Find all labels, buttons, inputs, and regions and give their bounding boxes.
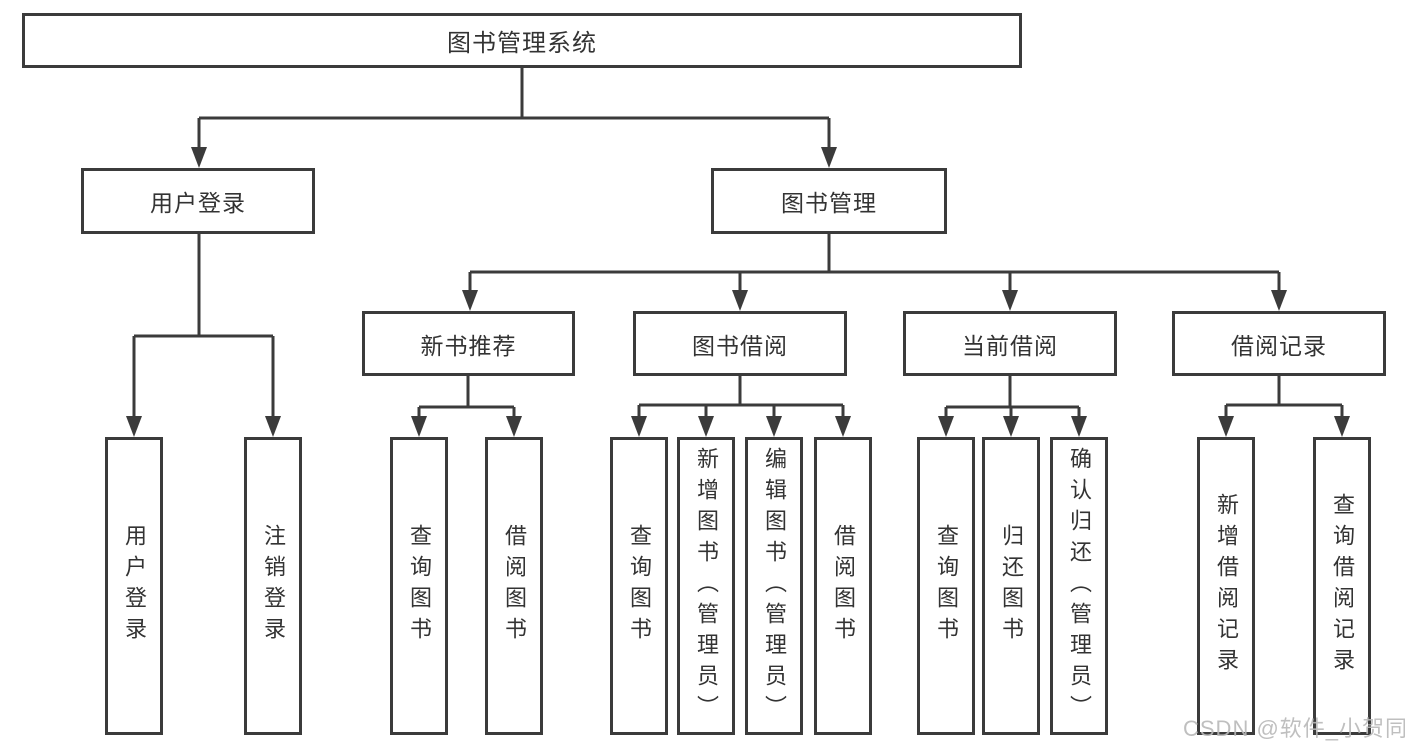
node-label: 查询借阅记录 (1330, 493, 1355, 679)
node-leaf-logout: 注销登录 (244, 437, 302, 735)
node-label: 新书推荐 (420, 332, 517, 359)
arrow-down-icon (1071, 416, 1087, 437)
node-leaf-query-books-current: 查询图书 (917, 437, 975, 735)
node-leaf-query-books-recommend: 查询图书 (390, 437, 448, 735)
node-label: 图书借阅 (692, 332, 788, 359)
node-leaf-borrow-books: 借阅图书 (814, 437, 872, 735)
node-label: 用户登录 (150, 190, 246, 216)
tree-edges (132, 68, 1344, 420)
node-new-book-recommendation: 新书推荐 (362, 311, 575, 376)
node-label: 确认归还（管理员） (1067, 446, 1092, 726)
arrow-down-icon (1003, 416, 1019, 437)
node-leaf-confirm-return-admin: 确认归还（管理员） (1050, 437, 1108, 735)
node-leaf-borrow-books-recommend: 借阅图书 (485, 437, 543, 735)
node-leaf-query-borrow-record: 查询借阅记录 (1313, 437, 1371, 735)
node-label: 新增借阅记录 (1214, 493, 1239, 679)
node-leaf-user-login: 用户登录 (105, 437, 163, 735)
arrow-down-icon (766, 416, 782, 437)
node-label: 查询图书 (934, 524, 959, 648)
node-label: 图书管理 (781, 190, 877, 216)
node-leaf-return-books: 归还图书 (982, 437, 1040, 735)
node-label: 借阅图书 (831, 524, 856, 648)
node-label: 用户登录 (122, 524, 147, 648)
arrow-down-icon (938, 416, 954, 437)
node-book-management: 图书管理 (711, 168, 947, 234)
node-label: 图书管理系统 (447, 30, 597, 57)
arrow-down-icon (631, 416, 647, 437)
arrow-down-icon (1002, 290, 1018, 311)
node-label: 新增图书（管理员） (694, 446, 719, 726)
node-user-login: 用户登录 (81, 168, 315, 234)
arrow-down-icon (698, 416, 714, 437)
node-leaf-add-borrow-record: 新增借阅记录 (1197, 437, 1255, 735)
arrow-down-icon (1271, 290, 1287, 311)
node-leaf-edit-books-admin: 编辑图书（管理员） (745, 437, 803, 735)
arrow-down-icon (1334, 416, 1350, 437)
csdn-watermark: CSDN @软件_小贺同学 (1183, 716, 1405, 741)
node-library-management-system: 图书管理系统 (22, 13, 1022, 68)
arrow-down-icon (126, 416, 142, 437)
arrow-down-icon (462, 290, 478, 311)
arrow-down-icon (732, 290, 748, 311)
arrowheads (126, 147, 1350, 437)
arrow-down-icon (506, 416, 522, 437)
node-label: 编辑图书（管理员） (762, 446, 787, 726)
node-label: 归还图书 (999, 524, 1024, 648)
arrow-down-icon (835, 416, 851, 437)
node-label: 查询图书 (407, 524, 432, 648)
node-label: 借阅图书 (502, 524, 527, 648)
node-leaf-query-books-borrow: 查询图书 (610, 437, 668, 735)
node-current-borrowing: 当前借阅 (903, 311, 1117, 376)
arrow-down-icon (411, 416, 427, 437)
arrow-down-icon (265, 416, 281, 437)
node-label: 查询图书 (627, 524, 652, 648)
node-label: 注销登录 (261, 524, 286, 648)
node-label: 借阅记录 (1231, 332, 1327, 359)
node-leaf-add-books-admin: 新增图书（管理员） (677, 437, 735, 735)
node-label: 当前借阅 (962, 332, 1058, 359)
arrow-down-icon (821, 147, 837, 168)
node-book-borrowing: 图书借阅 (633, 311, 847, 376)
arrow-down-icon (191, 147, 207, 168)
node-borrowing-records: 借阅记录 (1172, 311, 1386, 376)
arrow-down-icon (1218, 416, 1234, 437)
